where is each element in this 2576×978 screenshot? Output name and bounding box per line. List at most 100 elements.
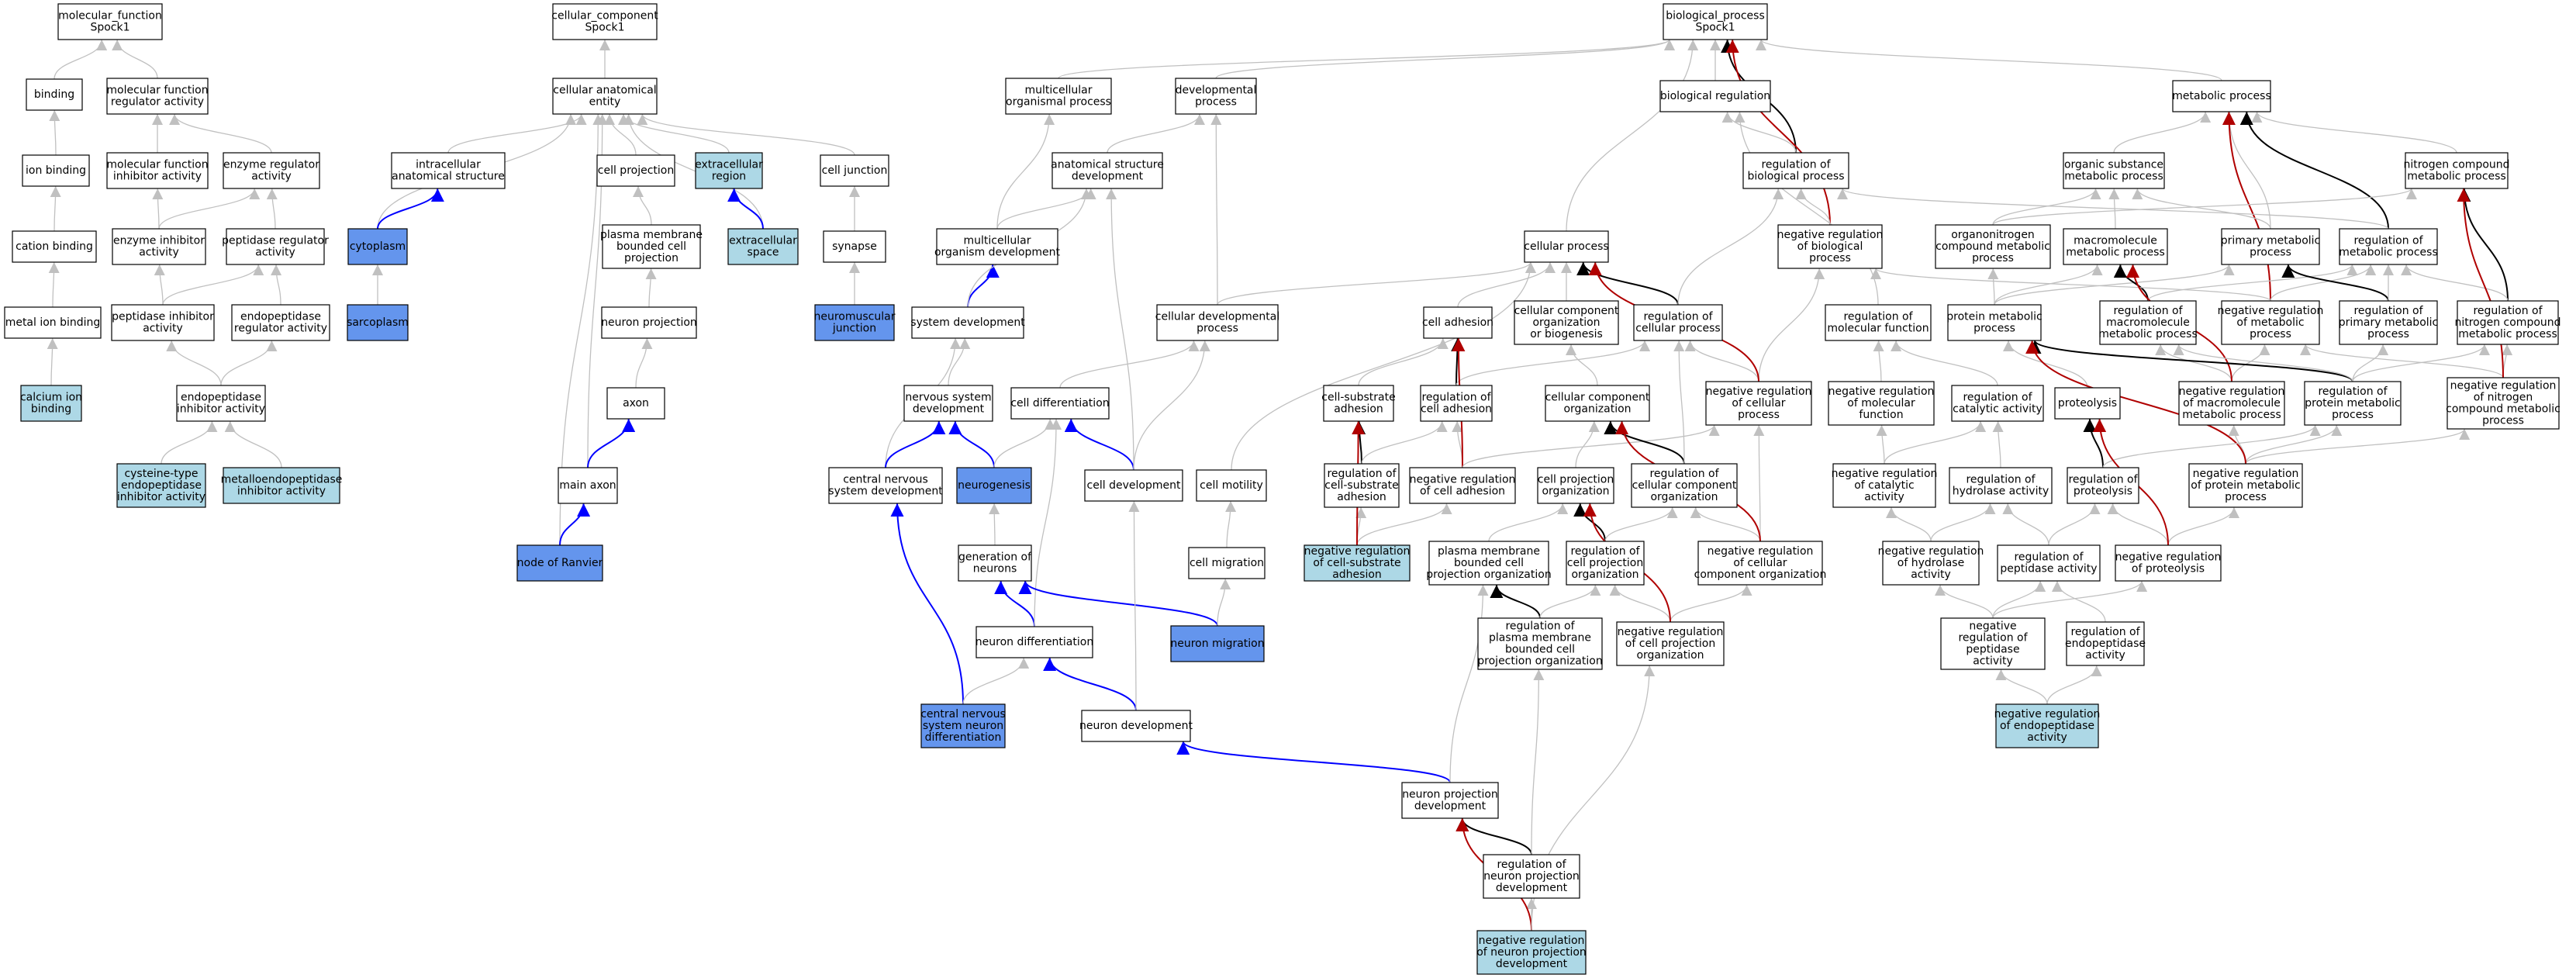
edge-pmbcpo-to-cpo [1488, 503, 1569, 542]
node-epia-box [176, 385, 266, 422]
node-bp-box [1663, 3, 1768, 40]
edge-metab-to-bp [1756, 39, 2222, 81]
edge-regpmp-to-regmacmp [2173, 344, 2353, 382]
node-proteolysis-box [2054, 387, 2121, 420]
node-ecspace-label-line: extracellular [729, 235, 797, 247]
node-cpo-label-line: organization [1542, 486, 1609, 498]
edge-enzia-to-enzra [158, 188, 261, 230]
node-cysepia-label-line: endopeptidase [121, 479, 202, 492]
node-pepra-label-line: peptidase regulator [222, 235, 329, 247]
edge-cpo-to-cco [1575, 420, 1600, 468]
node-enzra-label-line: enzyme regulator [223, 159, 319, 171]
node-regbp-label-line: regulation of [1761, 159, 1831, 171]
node-sysdev: system development [910, 306, 1025, 339]
edge-nrcpo-to-regcpo [1609, 584, 1671, 623]
node-regcpo-label-line: organization [1571, 568, 1638, 581]
edge-nrprot-to-regprot [2107, 503, 2169, 546]
node-osmp-label-line: metabolic process [2064, 171, 2163, 183]
edge-nproj-to-pmbcp [645, 268, 657, 308]
edge-neurdiff-to-celldiff [1034, 418, 1062, 627]
node-cproj: cell projection [596, 154, 675, 187]
node-regncmp-label-line: nitrogen compound [2454, 316, 2560, 329]
node-regendo-label-line: activity [2085, 649, 2125, 662]
node-regnpd-label-line: development [1496, 882, 1568, 894]
node-osmp-label-line: organic substance [2064, 159, 2163, 171]
node-regcp-box [1633, 304, 1723, 341]
node-synapse-label-line: synapse [832, 240, 877, 253]
edge-regmp-to-metab [2239, 111, 2389, 230]
node-nrcpo-label-line: organization [1636, 649, 1704, 662]
edge-nrpep-to-nrprot [1992, 580, 2147, 619]
node-regpmp-label-line: process [2332, 409, 2374, 421]
edge-regendo-to-regpep [2051, 580, 2106, 623]
node-nrhyd-label-line: of hydrolase [1897, 557, 1964, 569]
node-bp-label-line: biological_process [1666, 10, 1765, 22]
edge-regcsa-to-regca [1361, 420, 1448, 465]
node-regprot-box [2067, 467, 2139, 504]
node-mepia-box [223, 467, 340, 504]
node-ccob-box [1514, 300, 1619, 345]
edge-cysepia-to-epia [161, 420, 218, 465]
edge-cnsnd-to-neurdiff [962, 657, 1030, 705]
node-nrmf-label-line: of molecular [1847, 397, 1915, 410]
node-primmp-box [2221, 228, 2320, 265]
node-binding-box [26, 78, 83, 111]
node-nrmf-label-line: negative regulation [1828, 385, 1935, 398]
node-regprimmp-box [2339, 300, 2438, 345]
edge-primmp-to-osmp [2132, 188, 2271, 230]
node-nrbp-box [1777, 224, 1883, 269]
edge-regncmp-to-ncmp [2457, 188, 2509, 302]
edge-nrpep-to-regpep [1992, 580, 2046, 619]
edge-celldevp-to-devp [1210, 113, 1222, 306]
node-asd-label-line: development [1072, 171, 1144, 183]
node-pia-label-line: activity [143, 323, 183, 335]
node-intra-label-line: anatomical structure [392, 171, 505, 183]
edge-regmp-to-regbp [1837, 188, 2389, 230]
node-epra-box [231, 304, 330, 341]
edge-ionb-to-binding [49, 109, 60, 156]
node-cproj-label-line: cell projection [598, 164, 674, 177]
node-nsd-label-line: development [913, 403, 985, 416]
node-nrmacmp-label-line: metabolic process [2182, 409, 2281, 421]
node-cellmig-label-line: cell migration [1190, 557, 1264, 569]
node-cellproc: cellular process [1524, 230, 1609, 263]
edge-cib-to-mib [47, 337, 58, 386]
node-neurogenesis: neurogenesis [956, 467, 1032, 504]
node-nrpep-label-line: activity [1973, 655, 2013, 668]
node-enzia-label-line: enzyme inhibitor [113, 235, 205, 247]
edge-regpep-to-regprot [2048, 503, 2101, 546]
edge-nrendo-to-nrpep [1995, 669, 2048, 705]
edge-genneur-to-neurogenesis [989, 503, 1000, 546]
node-enzia-box [112, 228, 206, 265]
node-regbp-box [1742, 152, 1849, 189]
node-regbp-label-line: biological process [1748, 171, 1845, 183]
node-npd-box [1401, 782, 1499, 819]
node-nrcp-label-line: negative regulation [1706, 385, 1812, 398]
edge-nrpep-to-nrhyd [1935, 584, 1994, 619]
node-nrnpd-label-line: negative regulation [1479, 935, 1585, 947]
node-neurdiff-box [975, 626, 1093, 658]
node-nrbp-label-line: process [1809, 252, 1851, 264]
edge-regprimmp-to-primmp [2281, 264, 2389, 302]
node-nrcp-label-line: of cellular [1732, 397, 1785, 410]
edge-nrcpo-to-nrcco [1670, 584, 1752, 623]
edge-cnsnd-to-cnsd [890, 503, 964, 705]
node-mfra-label-line: regulator activity [111, 96, 204, 109]
node-mfia-label-line: molecular function [106, 159, 208, 171]
